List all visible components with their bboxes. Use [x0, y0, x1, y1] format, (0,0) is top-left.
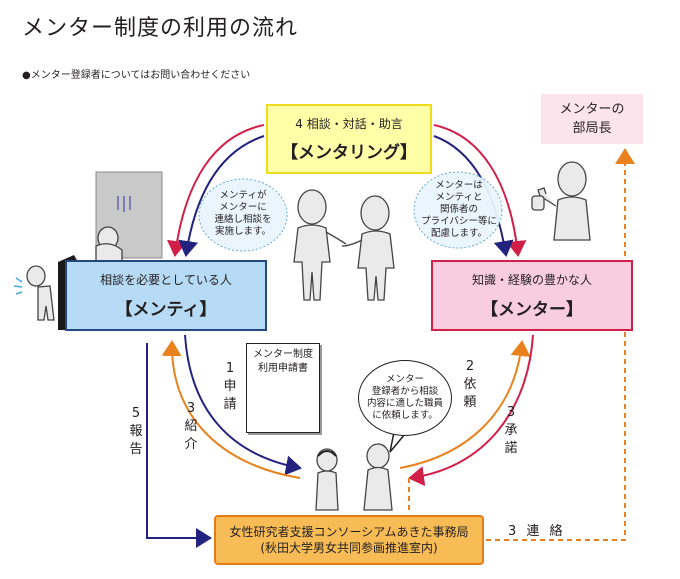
mentee-title: 【メンティ】	[115, 300, 217, 320]
mentoring-label: 4 相談・対話・助言	[295, 117, 403, 131]
step-1-apply: 1 申請	[222, 360, 238, 414]
boss-line1: メンターの	[559, 102, 625, 117]
step-1-number: 1	[225, 361, 235, 376]
arc-mentoring-to-mentee-navy	[178, 135, 265, 257]
bubble-tail	[389, 431, 406, 453]
bubble-line: メンター	[385, 374, 424, 385]
step-1-text: 申請	[223, 379, 237, 412]
arc-introduce-orange	[161, 340, 301, 479]
step-3a-text: 紹介	[184, 419, 198, 452]
cloud-right-line: プライバシー等に	[421, 216, 497, 227]
mentoring-title: 【メンタリング】	[281, 143, 417, 163]
mentor-label: 知識・経験の豊かな人	[471, 273, 592, 287]
office-box: 女性研究者支援コンソーシアムあきた事務局 (秋田大学男女共同参画推進室内)	[214, 515, 484, 565]
cloud-left-line: メンティが	[219, 190, 267, 201]
cloud-right-text: メンターは メンティと 関係者の プライバシー等に 配慮します。	[414, 180, 504, 240]
step-3-introduce: 3 紹介	[183, 400, 199, 454]
step-2-number: 2	[465, 359, 475, 374]
arrow-contact-dashed	[486, 148, 635, 541]
office-location: (秋田大学男女共同参画推進室内)	[260, 541, 438, 555]
mentor-title: 【メンター】	[481, 300, 583, 320]
figure-mentee-door	[95, 171, 163, 263]
arrow-report-navy	[146, 343, 212, 548]
cloud-right-line: メンターは	[435, 180, 483, 191]
cloud-left-line: 連絡し相談を	[214, 214, 272, 225]
mentee-box: 相談を必要としている人 【メンティ】	[65, 260, 267, 331]
cloud-left-shape	[198, 178, 288, 252]
arc-apply-navy	[184, 334, 302, 476]
mentor-department-head-box: メンターの 部局長	[541, 94, 643, 144]
cloud-right-line: 配慮します。	[430, 228, 488, 239]
application-form: メンター制度 利用申請書	[246, 343, 320, 433]
step-3-accept: 3 承諾	[503, 404, 519, 458]
cloud-right-line: 関係者の	[439, 204, 478, 215]
speech-bubble: メンター 登録者から相談 内容に適した職員 に依頼します。	[358, 360, 452, 436]
page-title: メンター制度の利用の流れ	[22, 16, 299, 41]
mentee-label: 相談を必要としている人	[100, 273, 232, 287]
cloud-right-shape	[413, 171, 503, 249]
step-3b-number: 3	[506, 405, 516, 420]
cloud-right-line: メンティと	[435, 192, 483, 203]
step-5-report: 5 報告	[128, 405, 144, 459]
step-3-contact: 3 連 絡	[508, 524, 566, 539]
mentor-box: 知識・経験の豊かな人 【メンター】	[431, 260, 633, 331]
arc-mentoring-to-mentor-red	[433, 124, 527, 257]
step-3a-number: 3	[186, 401, 196, 416]
step-5-number: 5	[131, 406, 141, 421]
bubble-line: 登録者から相談	[371, 386, 439, 397]
boss-line2: 部局長	[572, 121, 612, 136]
step-2-request: 2 依頼	[462, 358, 478, 412]
arc-mentoring-to-mentor-navy	[433, 135, 514, 257]
step-3b-text: 承諾	[504, 423, 518, 456]
inquiry-note: ●メンター登録者についてはお問い合わせください	[22, 70, 251, 81]
cloud-left-text: メンティが メンターに 連絡し相談を 実施します。	[200, 190, 286, 238]
arc-accept-red	[408, 334, 534, 487]
form-line2: 利用申請書	[258, 363, 308, 374]
cloud-left-line: メンターに	[219, 202, 267, 213]
arc-request-orange	[399, 340, 531, 469]
form-line1: メンター制度	[253, 349, 313, 360]
step-5-text: 報告	[129, 424, 143, 457]
arc-mentoring-to-mentee-red	[166, 124, 265, 257]
figures-office-staff	[315, 443, 393, 511]
cloud-left-line: 実施します。	[214, 226, 272, 237]
office-name: 女性研究者支援コンソーシアムあきた事務局	[229, 525, 469, 539]
bubble-line: に依頼します。	[372, 410, 438, 421]
step-2-text: 依頼	[463, 377, 477, 410]
figure-mentor-thumbsup	[531, 161, 591, 241]
bubble-line: 内容に適した職員	[366, 398, 443, 409]
figures-talking	[293, 189, 395, 301]
mentoring-box: 4 相談・対話・助言 【メンタリング】	[266, 104, 432, 174]
